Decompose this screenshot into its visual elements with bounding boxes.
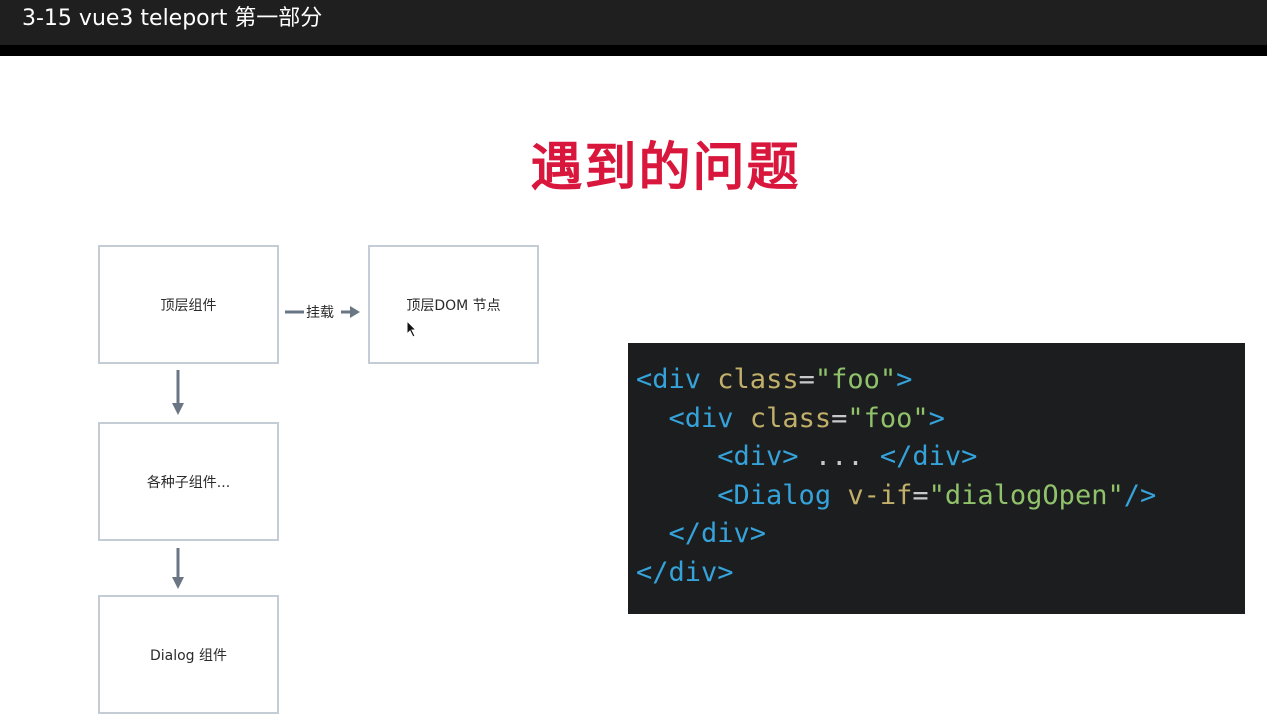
code-token: </div> [879, 441, 978, 472]
code-token: ... [798, 441, 880, 472]
code-indent [636, 518, 669, 549]
code-indent [636, 403, 669, 434]
down-arrow-head [172, 403, 184, 415]
code-token: = [912, 479, 929, 511]
code-line-6: </div> [636, 554, 1245, 593]
video-title-bar: 3-15 vue3 teleport 第一部分 [0, 0, 1267, 45]
code-token: class [717, 364, 799, 395]
top-component-box: 顶层组件 [98, 245, 279, 364]
top-component-label: 顶层组件 [160, 297, 217, 314]
mount-arrow [285, 306, 360, 318]
top-dom-node-box: 顶层DOM 节点 [368, 245, 539, 364]
code-token: </div> [668, 518, 767, 549]
code-token: v-if [847, 479, 913, 511]
video-title: 3-15 vue3 teleport 第一部分 [22, 6, 323, 31]
code-indent [636, 441, 717, 472]
code-token: "foo" [847, 402, 929, 434]
code-token: <div> [717, 441, 799, 472]
code-token: /> [1123, 479, 1157, 511]
code-token: "dialogOpen" [928, 479, 1124, 511]
code-token: "foo" [814, 364, 897, 395]
code-token: </div> [636, 556, 734, 588]
child-components-label: 各种子组件... [146, 474, 231, 491]
top-dom-node-label: 顶层DOM 节点 [406, 297, 501, 314]
down-arrow-to-children [172, 370, 184, 415]
code-token: = [798, 364, 815, 395]
mouse-cursor-icon [406, 320, 418, 338]
slide-title: 遇到的问题 [530, 138, 801, 198]
code-line-1: <div class="foo"> [636, 361, 1245, 400]
down-arrow-to-dialog [172, 548, 184, 589]
mount-arrow-head [350, 306, 360, 318]
code-line-2: <div class="foo"> [636, 400, 1245, 439]
code-line-3: <div> ... </div> [636, 438, 1245, 477]
down-arrow-head [172, 577, 184, 589]
mount-label: 挂载 [306, 305, 334, 321]
code-token: > [896, 364, 913, 395]
code-line-4: <Dialog v-if="dialogOpen"/> [636, 477, 1245, 516]
code-token: = [831, 402, 848, 434]
code-token: <div [668, 402, 734, 434]
slide: 遇到的问题 顶层组件 顶层DOM 节点 各种子组件... Dialog 组件 挂… [0, 56, 1267, 722]
code-token: <div [636, 364, 702, 395]
code-token: <Dialog [717, 479, 832, 511]
code-indent [636, 480, 717, 511]
code-block: <div class="foo"> <div class="foo"> <div… [628, 343, 1245, 614]
code-line-5: </div> [636, 515, 1245, 554]
dialog-component-label: Dialog 组件 [149, 647, 228, 664]
dialog-component-box: Dialog 组件 [98, 595, 279, 714]
code-token: > [928, 402, 945, 434]
code-token: class [749, 402, 832, 434]
child-components-box: 各种子组件... [98, 422, 279, 541]
title-bar-divider [0, 45, 1267, 56]
